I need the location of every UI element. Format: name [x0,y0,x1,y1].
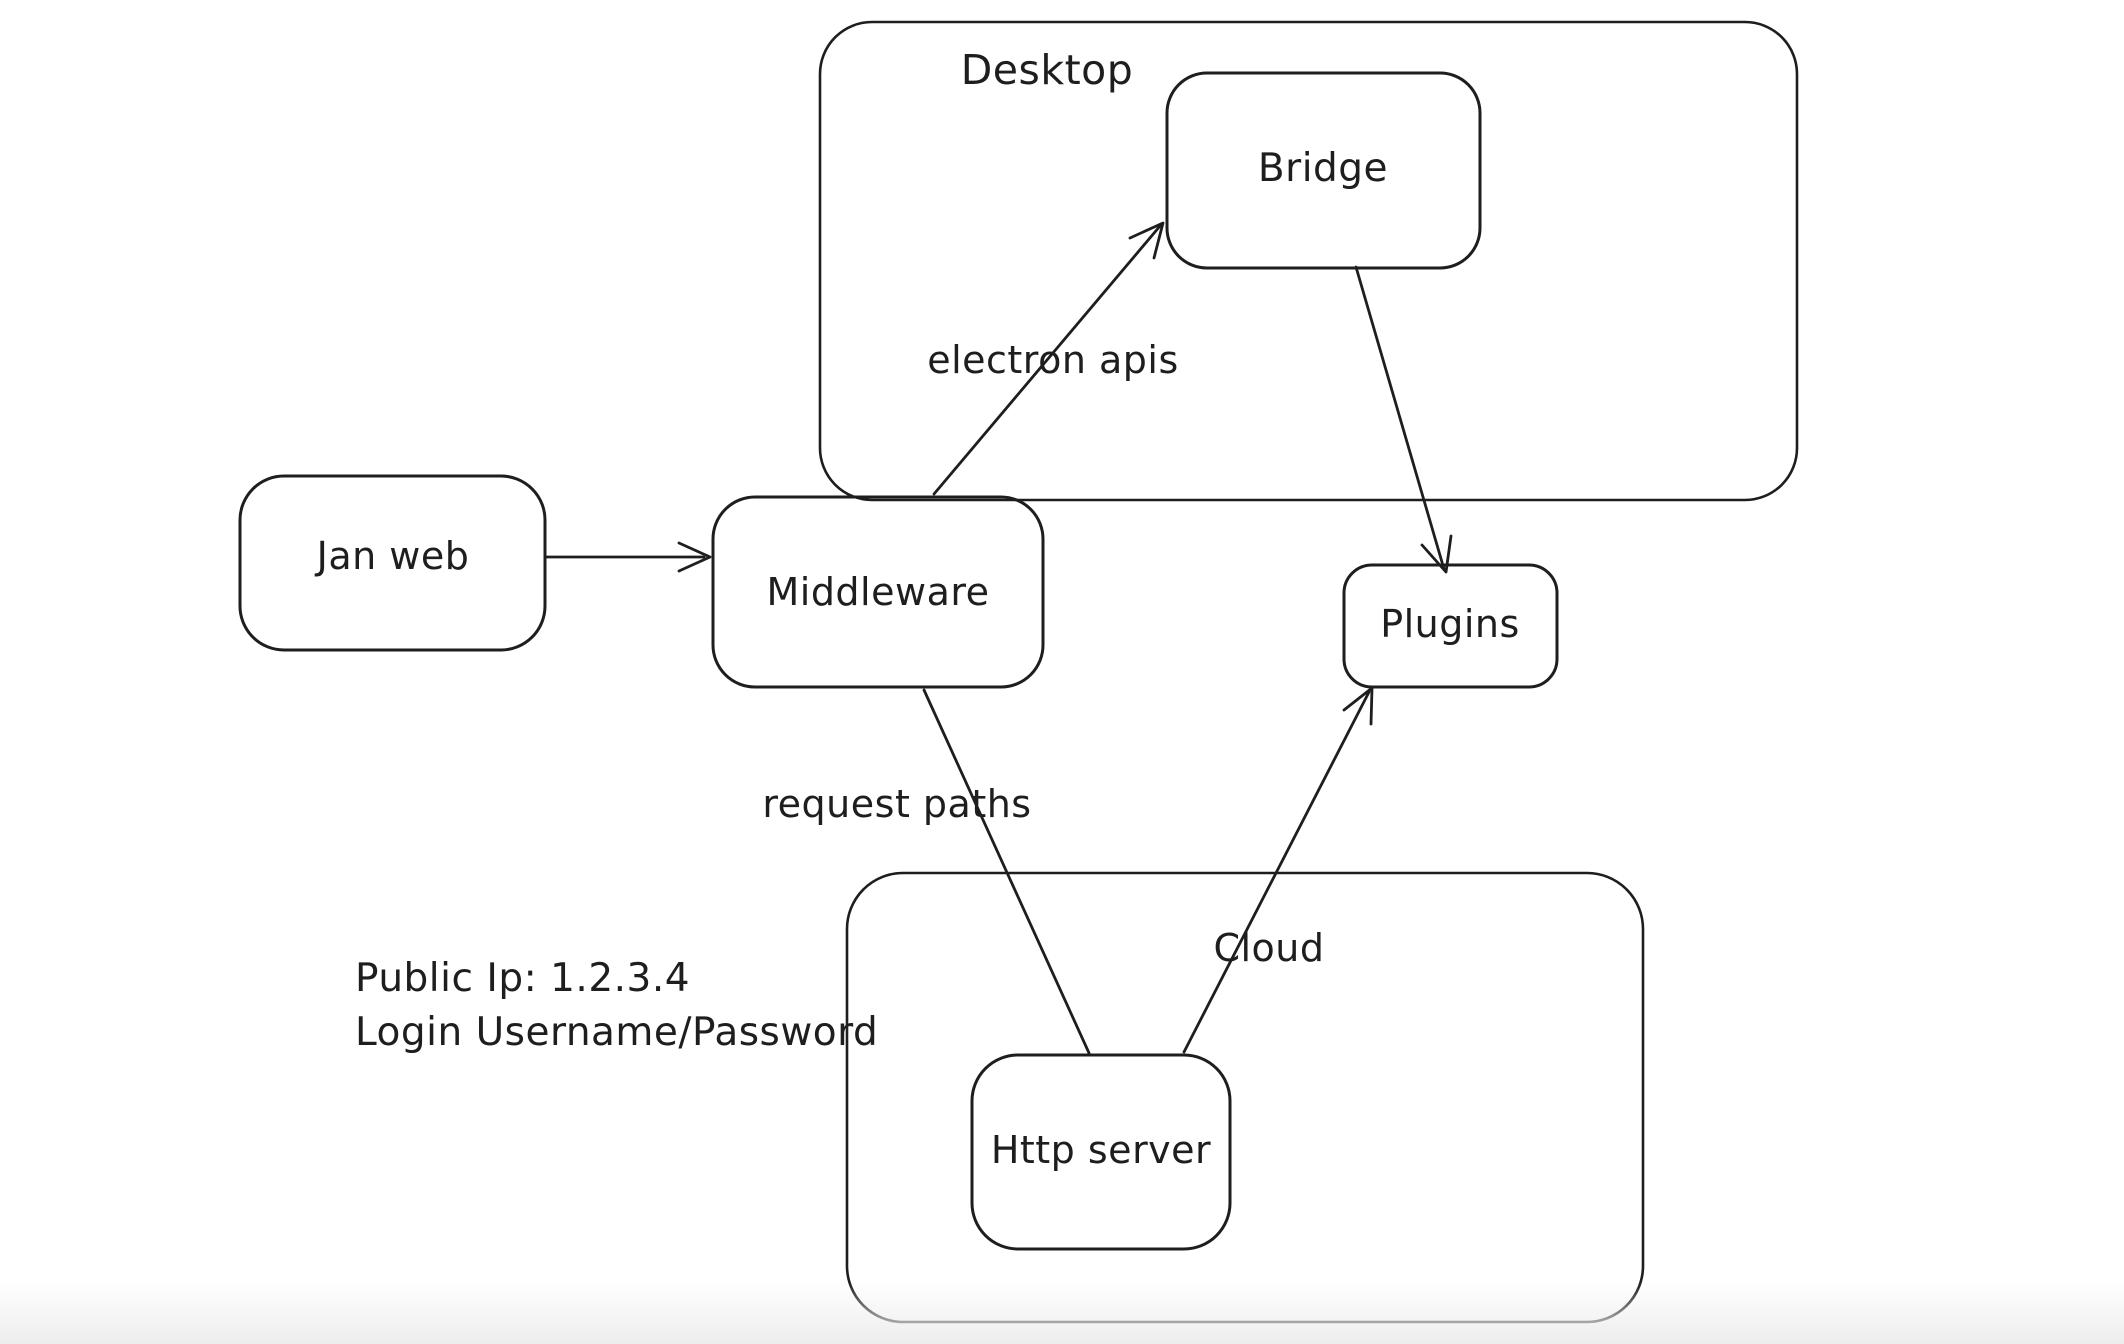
annotation-public-ip: Public Ip: 1.2.3.4 [355,956,691,1001]
edge-httpserver-to-plugins[interactable] [1182,690,1371,1054]
edge-label-request-paths: request paths [762,782,1032,826]
node-http-server-label: Http server [990,1128,1212,1172]
node-jan-web[interactable] [238,474,547,652]
edge-middleware-to-bridge[interactable] [932,224,1162,496]
arrowhead-middleware-to-bridge [1128,221,1165,260]
annotation-credentials: Public Ip: 1.2.3.4 Login Username/Passwo… [355,952,878,1060]
arrowhead-bridge-to-plugins [1420,534,1453,574]
arrowhead-httpserver-to-plugins [1342,686,1374,726]
node-bridge[interactable] [1165,71,1482,270]
container-desktop[interactable] [818,20,1799,502]
node-plugins-label: Plugins [1380,602,1520,646]
edge-bridge-to-plugins[interactable] [1354,265,1446,571]
node-middleware-label: Middleware [766,570,990,614]
edge-middleware-to-httpserver[interactable] [922,688,1091,1055]
node-plugins[interactable] [1342,563,1559,689]
node-bridge-label: Bridge [1257,146,1389,191]
edge-label-electron-apis: electron apis [927,338,1179,382]
container-desktop-label: Desktop [960,46,1134,94]
container-cloud-label: Cloud [1213,926,1325,970]
annotation-login: Login Username/Password [355,1010,879,1055]
node-jan-web-label: Jan web [316,534,470,578]
node-http-server[interactable] [970,1053,1232,1251]
arrowhead-janweb-to-middleware [677,541,712,573]
node-middleware[interactable] [711,495,1045,689]
